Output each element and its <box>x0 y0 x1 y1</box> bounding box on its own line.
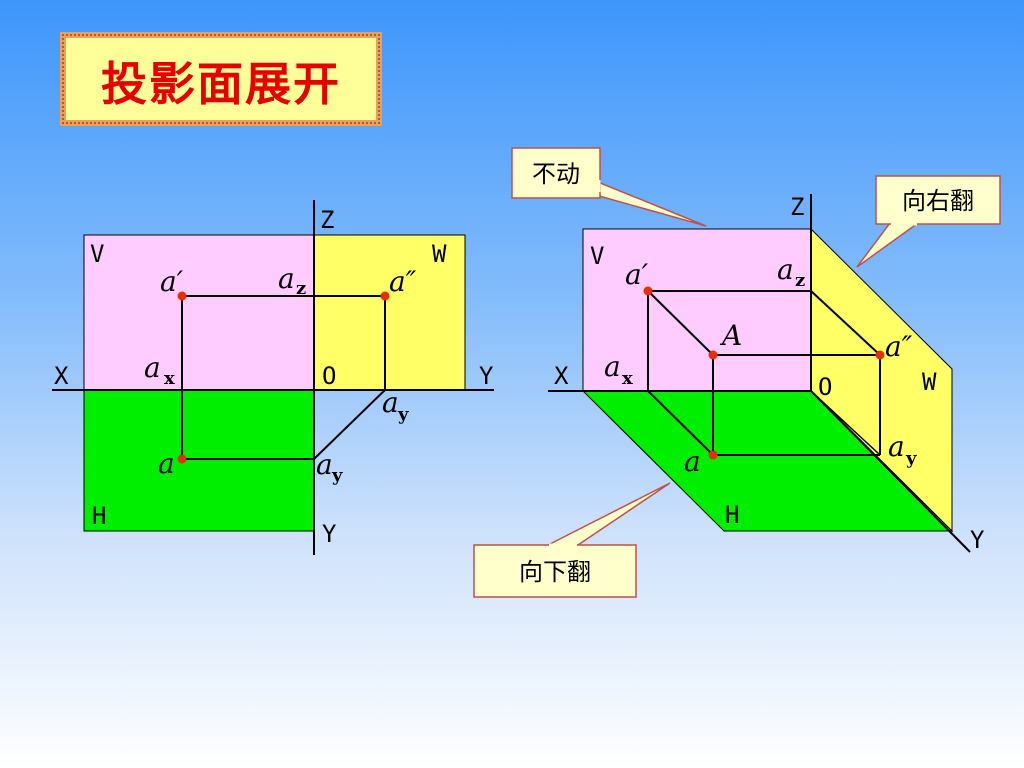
left-label-o: O <box>322 362 336 390</box>
right-label-A: A <box>719 319 742 352</box>
left-label-y-bottom: Y <box>322 520 337 548</box>
callout-flip-down-text: 向下翻 <box>519 558 591 586</box>
left-label-h: H <box>92 502 106 530</box>
right-y-axis <box>810 390 971 553</box>
right-label-h: H <box>725 501 739 529</box>
left-v-plane <box>83 234 315 391</box>
right-point-A <box>708 350 718 360</box>
slide-title: 投影面展开 <box>101 57 341 111</box>
right-label-v: V <box>590 242 604 270</box>
left-point-a-prime <box>177 291 187 301</box>
right-label-ax: a <box>604 350 621 383</box>
right-sub-z: z <box>795 270 805 291</box>
right-line-a-prime-A <box>647 290 714 356</box>
title-box: 投影面展开 <box>60 32 382 126</box>
callout-flip-down-pointer <box>547 482 671 546</box>
left-sub-y-diagonal: y <box>397 404 409 425</box>
left-point-a <box>177 454 187 464</box>
right-v-plane <box>582 228 812 392</box>
right-point-a-double-prime <box>875 350 885 360</box>
left-label-a-double-prime: a″ <box>389 265 417 298</box>
callout-fixed-text: 不动 <box>532 160 580 188</box>
callout-flip-right-box <box>875 175 1001 225</box>
right-label-a-double-prime: a″ <box>885 330 913 363</box>
right-point-a-prime <box>643 286 653 296</box>
left-label-x: X <box>54 362 69 390</box>
left-label-z: Z <box>320 206 334 234</box>
right-label-z: Z <box>790 193 804 221</box>
left-sub-x: x <box>164 368 175 389</box>
right-label-ay: a <box>888 430 905 463</box>
right-line-az-a-double-prime <box>810 290 881 356</box>
right-sub-y: y <box>905 448 917 469</box>
left-label-ay-bottom: a <box>316 448 333 481</box>
callout-fixed-pointer <box>586 176 707 227</box>
right-line-origin-ay <box>810 390 881 456</box>
right-line-ax-a <box>647 390 714 456</box>
left-w-plane <box>313 234 466 391</box>
left-label-az: a <box>278 262 295 295</box>
left-label-ax: a <box>144 351 161 384</box>
right-point-a <box>708 450 718 460</box>
right-label-a: a <box>684 445 701 478</box>
right-3d-diagram: V W H X Y Z O a′ A a″ a a z a x a y <box>548 193 985 554</box>
left-label-a: a <box>158 447 175 480</box>
left-sub-y-bottom: y <box>331 465 343 486</box>
right-label-o: O <box>818 373 832 401</box>
callout-flip-right: 向右翻 <box>856 175 1001 268</box>
left-label-v: V <box>90 240 104 268</box>
callout-flip-down: 向下翻 <box>473 482 671 598</box>
callout-flip-right-text: 向右翻 <box>902 187 974 215</box>
left-point-a-double-prime <box>380 291 390 301</box>
left-label-w: W <box>432 240 447 268</box>
left-projection-lines <box>181 295 386 459</box>
left-label-a-prime: a′ <box>160 265 184 298</box>
left-label-y-right: Y <box>479 362 494 390</box>
right-label-w: W <box>922 368 937 396</box>
left-unfolded-diagram: V W H X Y Z O Y a′ a″ a a z a x a y a y <box>52 200 494 555</box>
callout-flip-right-pointer <box>856 222 921 268</box>
right-label-y: Y <box>970 526 985 554</box>
right-label-a-prime: a′ <box>625 258 649 291</box>
callout-fixed: 不动 <box>511 147 707 227</box>
callout-fixed-box <box>511 147 601 199</box>
right-sub-x: x <box>622 368 633 389</box>
right-label-x: X <box>554 362 569 390</box>
right-label-az: a <box>777 253 794 286</box>
left-h-plane <box>83 389 315 532</box>
left-label-ay-diagonal: a <box>382 386 399 419</box>
left-sub-z: z <box>296 278 306 299</box>
left-ay-diagonal <box>313 389 386 460</box>
